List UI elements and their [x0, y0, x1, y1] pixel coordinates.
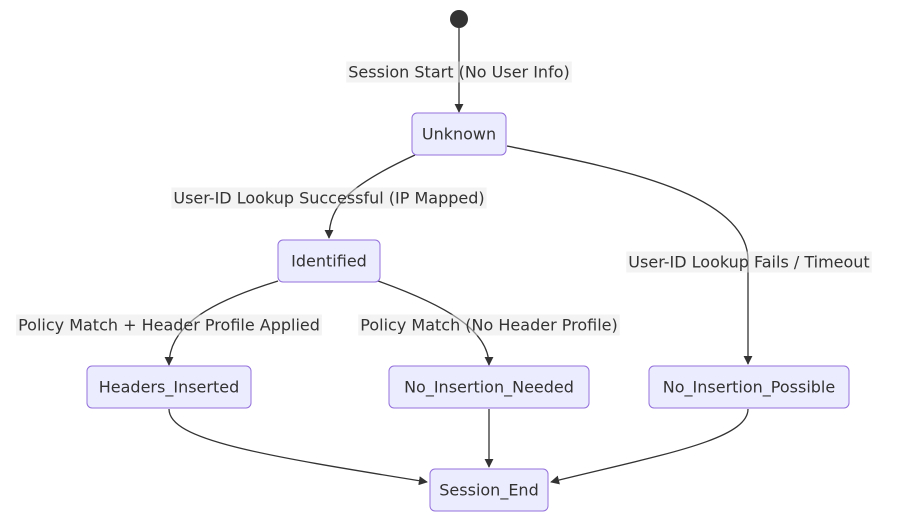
state-box [648, 365, 850, 409]
state-label: Identified [291, 252, 367, 271]
label-background [626, 251, 872, 273]
state-box [411, 112, 507, 156]
transition-label-text: Session Start (No User Info) [348, 63, 569, 82]
state-headers-inserted: Headers_Inserted [86, 365, 252, 409]
transition-label-text: User-ID Lookup Fails / Timeout [628, 253, 869, 272]
state-label: Unknown [422, 125, 496, 144]
state-unknown: Unknown [411, 112, 507, 156]
label-background [358, 314, 620, 336]
state-label: Session_End [439, 481, 538, 501]
start-state-dot [450, 10, 468, 28]
state-session-end: Session_End [429, 468, 549, 512]
state-box [388, 365, 590, 409]
transition-headers_inserted-to-session_end [168, 408, 428, 486]
transition-label-t0: Session Start (No User Info) [346, 61, 572, 83]
state-label: No_Insertion_Needed [404, 378, 574, 398]
transition-label-t4: Policy Match (No Header Profile) [358, 314, 620, 336]
state-box [277, 239, 381, 283]
label-background [171, 187, 487, 209]
transition-label-text: Policy Match + Header Profile Applied [18, 316, 320, 335]
transition-label-t2: User-ID Lookup Fails / Timeout [626, 251, 872, 273]
state-box [429, 468, 549, 512]
state-identified: Identified [277, 239, 381, 283]
transition-unknown-to-no_insertion_possible [506, 145, 753, 365]
state-label: Headers_Inserted [99, 378, 239, 398]
state-label: No_Insertion_Possible [663, 378, 835, 398]
label-background [346, 61, 572, 83]
state-box [86, 365, 252, 409]
transition-label-t3: Policy Match + Header Profile Applied [16, 314, 322, 336]
state-no-insertion-possible: No_Insertion_Possible [648, 365, 850, 409]
label-background [16, 314, 322, 336]
state-no-insertion-needed: No_Insertion_Needed [388, 365, 590, 409]
transition-label-text: Policy Match (No Header Profile) [360, 316, 617, 335]
transition-no_insertion_possible-to-session_end [550, 408, 749, 485]
transition-label-t1: User-ID Lookup Successful (IP Mapped) [171, 187, 487, 209]
transition-label-text: User-ID Lookup Successful (IP Mapped) [173, 189, 484, 208]
